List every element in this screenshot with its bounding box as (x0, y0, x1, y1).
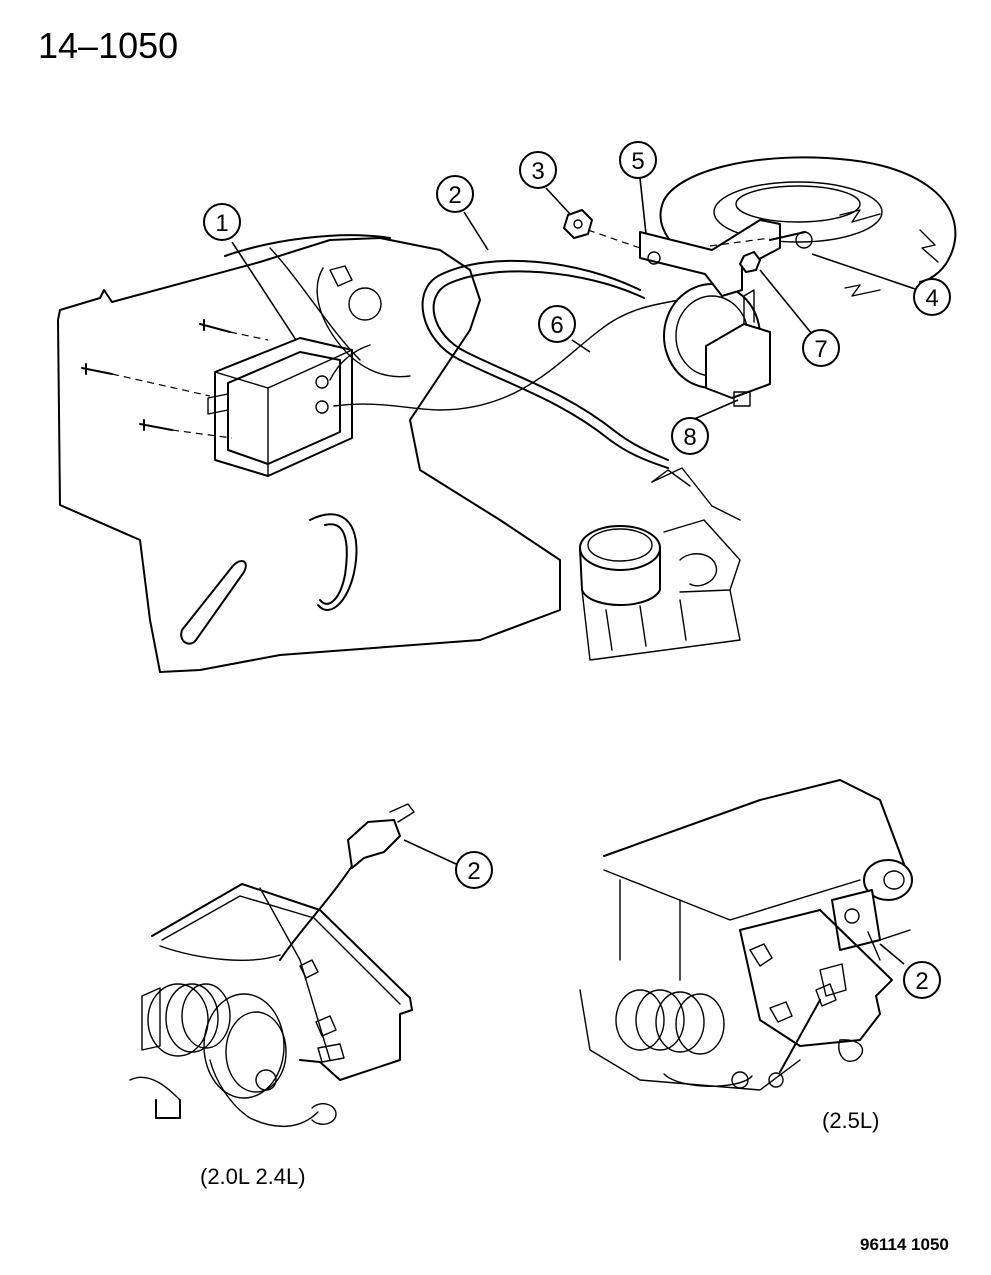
callout-2-left-view: 2 (455, 851, 493, 889)
svg-text:8: 8 (683, 424, 696, 451)
caption-2-5l: (2.5L) (822, 1108, 879, 1133)
footer-code: 96114 1050 (860, 1235, 949, 1254)
svg-text:3: 3 (531, 158, 544, 185)
svg-text:2: 2 (467, 858, 480, 885)
caption-2-0l-2-4l: (2.0L 2.4L) (200, 1164, 306, 1189)
callout-2-right-view: 2 (903, 961, 941, 999)
svg-text:7: 7 (814, 336, 827, 363)
nut-7 (739, 251, 761, 273)
callout-6: 6 (538, 305, 576, 343)
nut-3 (563, 209, 593, 239)
main-assembly-view (57, 156, 957, 673)
leader-lines (231, 177, 925, 965)
throttle-body (579, 467, 741, 661)
firewall-panel (57, 237, 561, 673)
svg-text:4: 4 (925, 285, 938, 312)
callout-8: 8 (671, 417, 709, 455)
servo-unit (663, 283, 771, 407)
detail-view-2-0l-2-4l (129, 803, 415, 1128)
svg-text:5: 5 (631, 148, 644, 175)
page-title: 14–1050 (38, 25, 178, 66)
speed-control-cable (421, 259, 669, 469)
svg-text:2: 2 (915, 968, 928, 995)
callout-4: 4 (913, 278, 951, 316)
callout-5: 5 (619, 141, 657, 179)
throttle-spring-2-5l (615, 989, 725, 1055)
callout-1: 1 (203, 203, 241, 241)
svg-text:1: 1 (215, 210, 228, 237)
mounting-screws (81, 319, 269, 439)
callout-3: 3 (519, 151, 557, 189)
callout-2: 2 (436, 175, 474, 213)
svg-text:6: 6 (550, 312, 563, 339)
control-module (207, 337, 353, 477)
throttle-spring (147, 983, 287, 1099)
air-cleaner-housing (659, 156, 957, 297)
callout-7: 7 (802, 329, 840, 367)
svg-text:2: 2 (448, 182, 461, 209)
detail-view-2-5l (579, 779, 913, 1091)
